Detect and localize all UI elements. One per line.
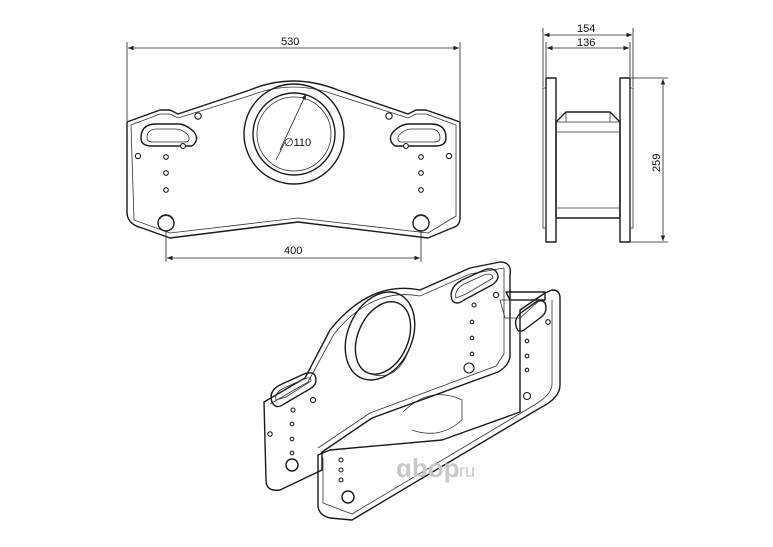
bore-diameter-label: ∅110	[284, 137, 311, 149]
mount-hole	[418, 170, 424, 176]
iso-front-plate	[263, 261, 511, 491]
mount-hole	[418, 187, 424, 193]
isometric-view	[263, 261, 561, 521]
side-tube	[555, 111, 621, 219]
dimension-height: 259	[631, 77, 668, 243]
mount-hole	[403, 143, 409, 149]
front-view: ∅110	[126, 80, 461, 239]
dimension-hole-spacing: 400	[165, 231, 422, 262]
left-lifting-slot	[140, 123, 198, 147]
svg-text:ɑbop: ɑbop	[396, 453, 460, 483]
iso-back-plate	[317, 289, 561, 521]
dimension-136-label: 136	[577, 37, 595, 49]
iso-back-large-hole	[341, 490, 355, 504]
mount-hole	[180, 143, 186, 149]
dimension-side-widths: 154 136	[542, 23, 634, 87]
mount-hole	[385, 112, 393, 120]
mount-hole	[445, 152, 453, 160]
iso-bore-outer	[344, 291, 416, 381]
mount-hole	[194, 112, 202, 120]
dimension-overall-width: 530	[126, 36, 461, 121]
iso-tube	[505, 291, 546, 301]
side-left-plate	[545, 77, 557, 243]
side-view	[542, 77, 634, 243]
iso-back-slot	[514, 300, 547, 333]
dimension-530-label: 530	[281, 36, 299, 48]
large-bottom-hole-left	[157, 214, 175, 232]
svg-text:.ru: .ru	[454, 461, 475, 481]
front-plate-inner-edge	[130, 86, 457, 234]
mount-hole	[163, 170, 169, 176]
iso-bore-inner	[354, 301, 412, 375]
iso-front-slot-lower	[270, 372, 317, 408]
right-lifting-slot	[389, 123, 447, 147]
bore-inner-ring	[252, 92, 336, 176]
dimension-154-label: 154	[577, 23, 595, 35]
front-plate-outline	[126, 80, 461, 239]
dimension-259-label: 259	[651, 154, 663, 172]
dimension-400-label: 400	[284, 245, 302, 257]
watermark-logo: ɑbop .ru	[396, 453, 475, 483]
iso-front-large-hole	[285, 458, 299, 472]
mount-hole	[134, 152, 142, 160]
mount-hole	[163, 154, 169, 160]
mount-hole	[163, 187, 169, 193]
bore-outer-ring	[243, 83, 345, 185]
large-bottom-hole-right	[412, 214, 430, 232]
side-right-plate	[619, 77, 631, 243]
iso-front-slot-upper	[450, 268, 499, 304]
mount-hole	[418, 154, 424, 160]
